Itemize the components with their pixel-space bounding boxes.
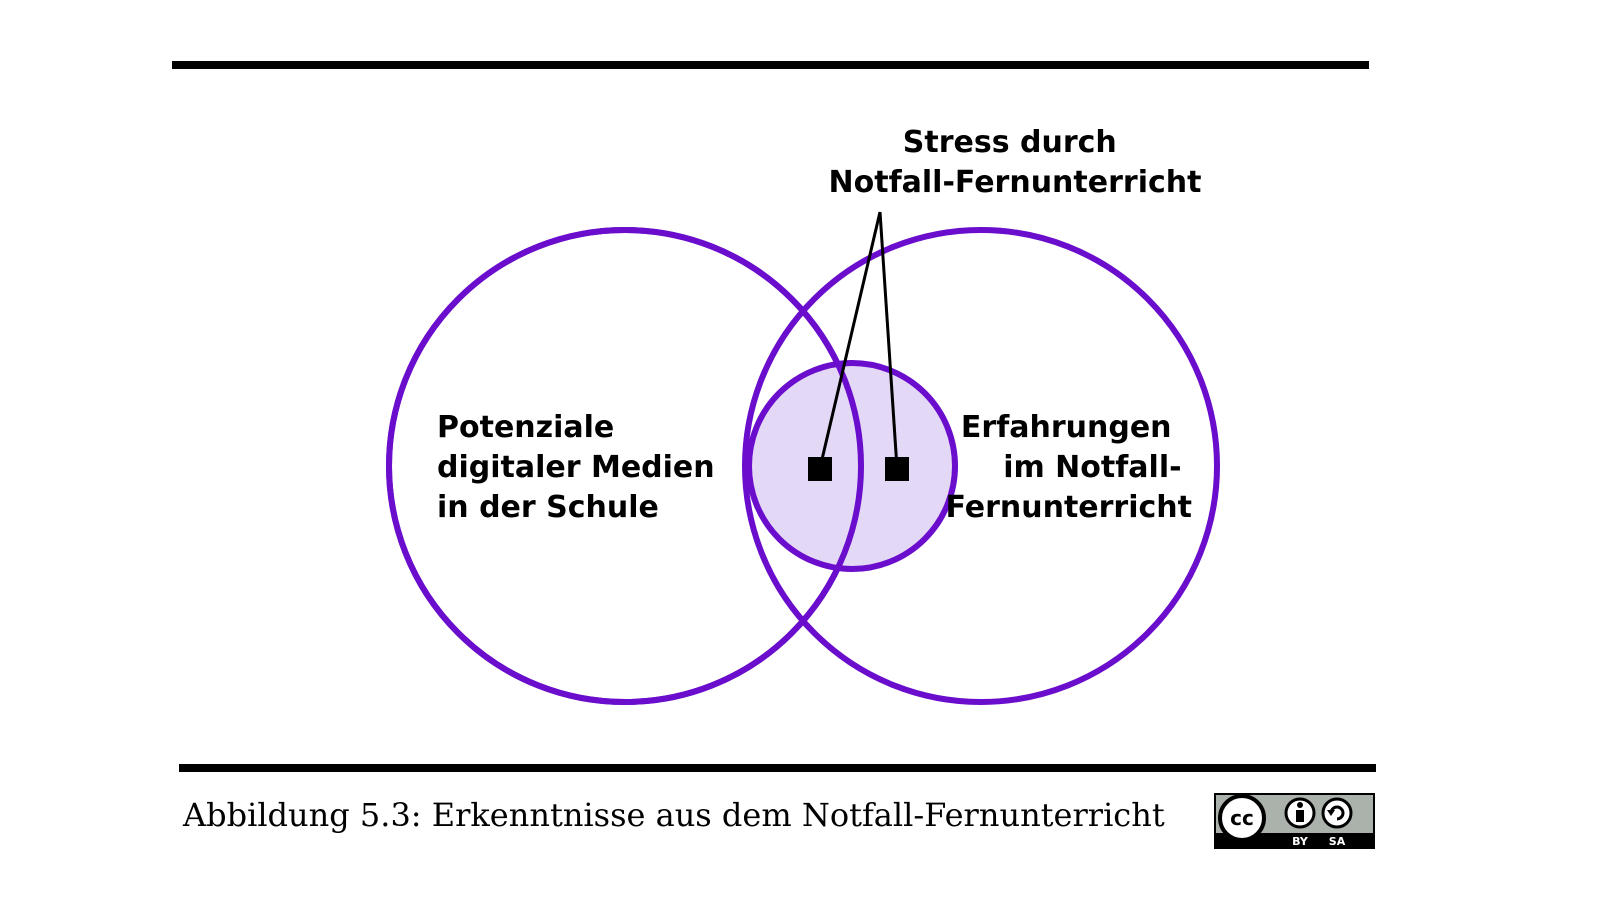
inner-circle	[746, 360, 958, 572]
attribution-icon	[1284, 797, 1316, 829]
callout-line-2: Notfall-Fernunterricht	[829, 165, 1202, 200]
share-alike-icon	[1321, 797, 1353, 829]
right-label-line-1: Erfahrungen	[961, 410, 1172, 445]
connector-line-left	[818, 211, 882, 469]
right-label-line-2: im Notfall-	[1003, 450, 1181, 485]
left-label-line-3: in der Schule	[437, 490, 659, 525]
cc-icon: cc	[1218, 794, 1266, 842]
top-rule	[172, 61, 1369, 69]
connector-line-right	[878, 211, 899, 469]
figure-caption: Abbildung 5.3: Erkenntnisse aus dem Notf…	[183, 796, 1165, 834]
marker-square-right	[885, 457, 909, 481]
left-circle-label: Potenziale digitaler Medien in der Schul…	[437, 410, 725, 525]
bottom-rule	[179, 764, 1376, 772]
left-label-line-2: digitaler Medien	[437, 450, 715, 485]
cc-by-sa-badge: cc BY SA	[1214, 793, 1375, 849]
left-circle-overlay	[386, 227, 864, 705]
marker-square-left	[808, 457, 832, 481]
callout-line-1: Stress durch	[903, 125, 1117, 160]
right-circle-label: Erfahrungen im Notfall- Fernunterricht	[945, 410, 1192, 525]
by-label: BY	[1292, 835, 1309, 848]
callout-label: Stress durch Notfall-Fernunterricht	[829, 125, 1202, 200]
sa-label: SA	[1329, 835, 1346, 848]
right-label-line-3: Fernunterricht	[945, 490, 1192, 525]
right-circle	[742, 227, 1220, 705]
left-label-line-1: Potenziale	[437, 410, 614, 445]
svg-text:cc: cc	[1230, 806, 1254, 830]
